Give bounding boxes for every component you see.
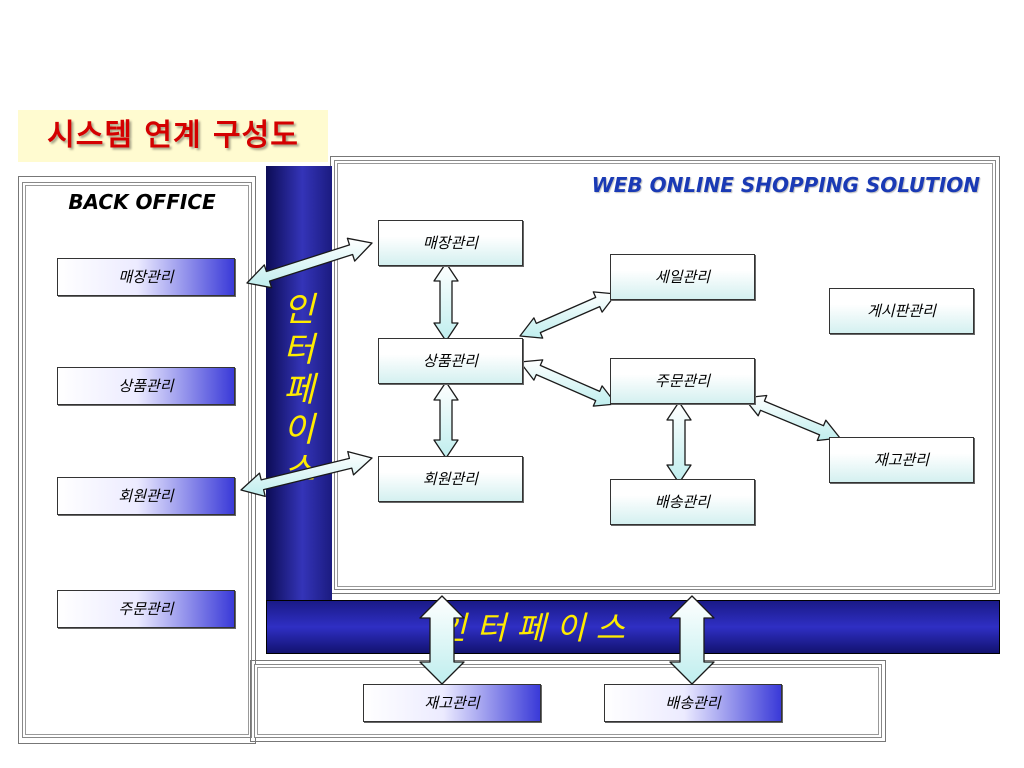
back-office-store-box: 매장관리 [57,258,235,296]
arrow-store-product [433,262,459,342]
arrow-store-link [246,237,373,289]
arrow-product-order [519,359,617,407]
back-office-frame-outer [18,176,256,744]
arrow-order-shipping [666,401,692,484]
web-solution-title: WEB ONLINE SHOPPING SOLUTION [591,173,980,197]
web-inventory-box: 재고관리 [829,437,974,483]
web-order-box: 주문관리 [610,358,755,404]
web-shipping-box: 배송관리 [610,479,755,525]
arrow-member-link [240,450,373,498]
web-product-box: 상품관리 [378,338,523,384]
web-member-box: 회원관리 [378,456,523,502]
bottom-inventory-box: 재고관리 [363,684,541,722]
arrow-product-sale [519,291,617,339]
back-office-member-box: 회원관리 [57,477,235,515]
back-office-product-box: 상품관리 [57,367,235,405]
bottom-shipping-box: 배송관리 [604,684,782,722]
arrow-iface-shipping [669,595,715,685]
title-background [18,110,328,162]
back-office-title: BACK OFFICE [68,190,216,214]
web-board-box: 게시판관리 [829,288,974,334]
arrow-product-member [433,381,459,459]
web-sale-box: 세일관리 [610,254,755,300]
web-store-box: 매장관리 [378,220,523,266]
back-office-order-box: 주문관리 [57,590,235,628]
page-title: 시스템 연계 구성도 [47,118,299,153]
bottom-frame-outer [250,660,886,742]
interface-horizontal-label: 인 터 페 이 스 [437,609,625,647]
arrow-iface-inventory [419,595,465,685]
arrow-order-inventory [743,394,841,442]
interface-horizontal-bar [266,600,1000,654]
interface-vertical-bar [266,166,332,600]
